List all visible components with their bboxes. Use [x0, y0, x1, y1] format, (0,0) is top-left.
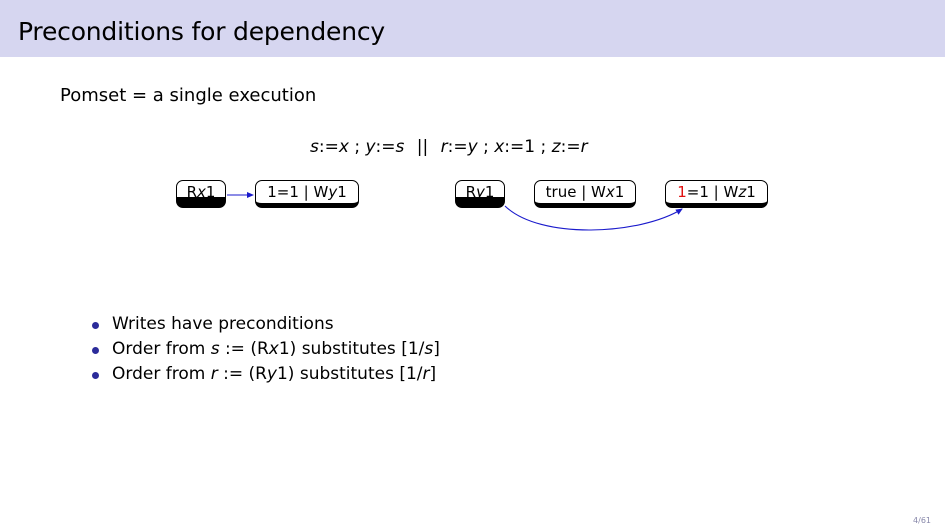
edge-ry-to-wz [504, 205, 683, 231]
node-var: y [476, 183, 485, 201]
slide-title: Preconditions for dependency [18, 17, 386, 46]
prog-var: r [440, 137, 448, 157]
prog-op: := [560, 137, 581, 157]
node-val: 1 [484, 183, 495, 201]
bullet-text: Order from [112, 364, 211, 384]
prog-var: r [580, 137, 588, 157]
slide-subtitle: Pomset = a single execution [60, 85, 317, 106]
node-val: 1 [205, 183, 216, 201]
prog-var: y [467, 137, 478, 157]
prog-var: z [551, 137, 561, 157]
prog-var: x [338, 137, 349, 157]
prog-sep: ; [483, 137, 489, 157]
bullet-text: ] [433, 339, 440, 359]
bullet-text: 1) substitutes [1/ [278, 339, 425, 359]
bullet-var: x [268, 339, 279, 359]
node-val: 1 [337, 183, 347, 201]
pomset-node-write-z: 1=1 | Wz1 [665, 180, 768, 208]
prog-var: s [395, 137, 405, 157]
bullet-list: Writes have preconditions Order from s :… [90, 312, 440, 387]
node-pre: 1=1 | W [267, 183, 329, 201]
prog-var: s [310, 137, 319, 157]
bullet-icon [92, 347, 99, 354]
bullet-text: Order from [112, 339, 211, 359]
prog-sep: ; [354, 137, 361, 157]
node-pre: true | W [545, 183, 606, 201]
bullet-var: s [424, 339, 434, 359]
title-bar [0, 0, 945, 57]
prog-var: x [494, 137, 505, 157]
prog-const: 1 [524, 137, 536, 157]
bullet-var: r [422, 364, 430, 384]
pomset-node-read-y: Ry1 [455, 180, 505, 208]
pomset-node-write-x: true | Wx1 [534, 180, 636, 208]
prog-op: := [318, 137, 339, 157]
node-prefix: R [465, 183, 476, 201]
prog-var: y [365, 137, 376, 157]
bullet-item: Writes have preconditions [90, 312, 440, 337]
bullet-icon [92, 372, 99, 379]
node-var: z [738, 183, 747, 201]
node-prefix: R [186, 183, 197, 201]
bullet-text: 1) substitutes [1/ [276, 364, 423, 384]
bullet-var: s [210, 339, 220, 359]
node-var: y [328, 183, 338, 201]
bullet-icon [92, 322, 99, 329]
prog-op: := [504, 137, 525, 157]
prog-parallel: || [416, 137, 429, 157]
node-val: 1 [746, 183, 756, 201]
pomset-node-read-x: Rx1 [176, 180, 226, 208]
program-text: s:=x ; y:=s || r:=y ; x:=1 ; z:=r [310, 135, 588, 159]
node-pre: =1 | W [686, 183, 739, 201]
node-var: x [197, 183, 206, 201]
bullet-text: := (R [219, 339, 269, 359]
bullet-text: Writes have preconditions [112, 314, 334, 334]
prog-sep: ; [540, 137, 547, 157]
bullet-text: := (R [217, 364, 267, 384]
prog-op: := [375, 137, 396, 157]
bullet-text: ] [429, 364, 437, 384]
node-var: x [605, 183, 615, 201]
node-pre-highlight: 1 [677, 183, 687, 201]
bullet-item: Order from r := (Ry1) substitutes [1/r] [90, 362, 440, 387]
bullet-item: Order from s := (Rx1) substitutes [1/s] [90, 337, 440, 362]
bullet-var: r [210, 364, 218, 384]
node-val: 1 [614, 183, 625, 201]
bullet-var: y [266, 364, 277, 384]
pomset-node-write-y: 1=1 | Wy1 [255, 180, 359, 208]
prog-op: := [447, 137, 468, 157]
page-number: 4/61 [913, 516, 931, 525]
